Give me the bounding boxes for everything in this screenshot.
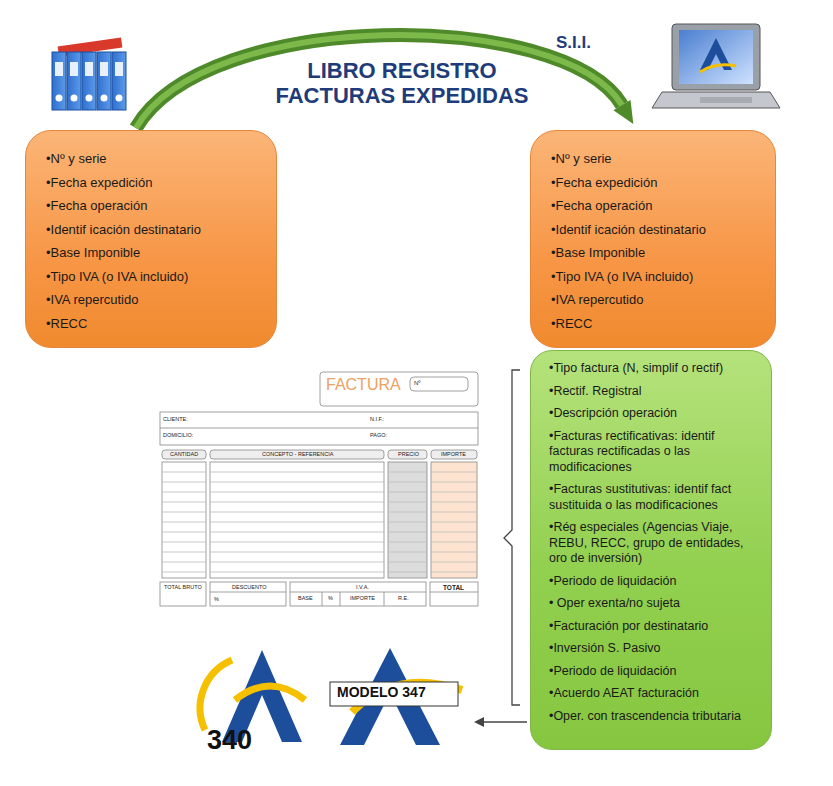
table-footer: I.V.A. [356,584,369,590]
curved-arrow [136,35,633,128]
list-item: •Facturas sustitutivas: identif fact sus… [549,482,761,513]
list-item: •Facturas rectificativas: identif factur… [549,429,761,476]
invoice-heading: FACTURA [326,376,401,394]
list-item: •Facturación por destinatario [549,619,761,635]
list-item: •Tipo factura (N, simplif o rectif) [549,361,761,377]
list-item: •Periodo de liquidación [549,574,761,590]
list-item: •Rég especiales (Agencias Viaje, REBU, R… [549,520,761,567]
table-footer: BASE [298,595,313,601]
invoice-field: CLIENTE: [163,416,188,422]
table-footer: DESCUENTO [232,584,266,590]
bracket [504,370,520,705]
logo-347 [330,648,462,745]
invoice-field: N.I.F.: [370,416,384,422]
list-item: •RECC [46,312,264,336]
table-footer: % [214,596,219,602]
table-footer: TOTAL BRUTO [164,584,202,590]
list-item: •Identif icación destinatario [551,218,763,242]
table-header: CANTIDAD [170,451,198,457]
table-footer: % [328,595,333,601]
list-item: •Rectif. Registral [549,384,761,400]
list-item: •Oper. con trascendencia tributaria [549,709,761,725]
list-item: •RECC [551,312,763,336]
list-item: •Fecha expedición [551,171,763,195]
list-box: •Nº y serie•Fecha expedición•Fecha opera… [25,130,277,348]
invoice-illustration [160,372,478,606]
list-item: •Tipo IVA (o IVA incluido) [46,265,264,289]
list-item: •Periodo de liquidación [549,664,761,680]
list-item: • Oper exenta/no sujeta [549,596,761,612]
list-box: •Nº y serie•Fecha expedición•Fecha opera… [530,130,776,348]
table-footer: TOTAL [443,584,464,591]
list-item: •Inversión S. Pasivo [549,641,761,657]
list-item: •Fecha expedición [46,171,264,195]
logo-text: MODELO 347 [337,685,426,700]
table-footer: IMPORTE [350,595,375,601]
table-header: IMPORTE [441,451,466,457]
leader-arrow [474,717,527,727]
invoice-field: PAGO: [370,432,387,438]
list-item: •Descripción operación [549,406,761,422]
list-item: •Identif icación destinatario [46,218,264,242]
laptop-icon [652,24,780,108]
list-item: •Acuerdo AEAT facturación [549,686,761,702]
list-item: •Fecha operación [551,194,763,218]
list-item: •Tipo IVA (o IVA incluido) [551,265,763,289]
table-footer: R.E. [398,595,409,601]
list-item: •Base Imponible [46,241,264,265]
diagram-title: LIBRO REGISTRO FACTURAS EXPEDIDAS [262,58,542,108]
list-item: •Fecha operación [46,194,264,218]
binders-icon [52,38,126,110]
logo-text: 340 [207,726,252,756]
invoice-field: Nº [414,380,421,387]
table-header: PRECIO [398,451,419,457]
list-item: •IVA repercutido [551,288,763,312]
invoice-field: DOMICILIO: [163,432,193,438]
list-box: •Tipo factura (N, simplif o rectif) •Rect… [530,350,772,750]
list-item: •IVA repercutido [46,288,264,312]
list-item: •Base Imponible [551,241,763,265]
list-item: •Nº y serie [46,147,264,171]
system-label: S.I.I. [556,34,591,53]
list-item: •Nº y serie [551,147,763,171]
table-header: CONCEPTO - REFERENCIA [262,451,333,457]
